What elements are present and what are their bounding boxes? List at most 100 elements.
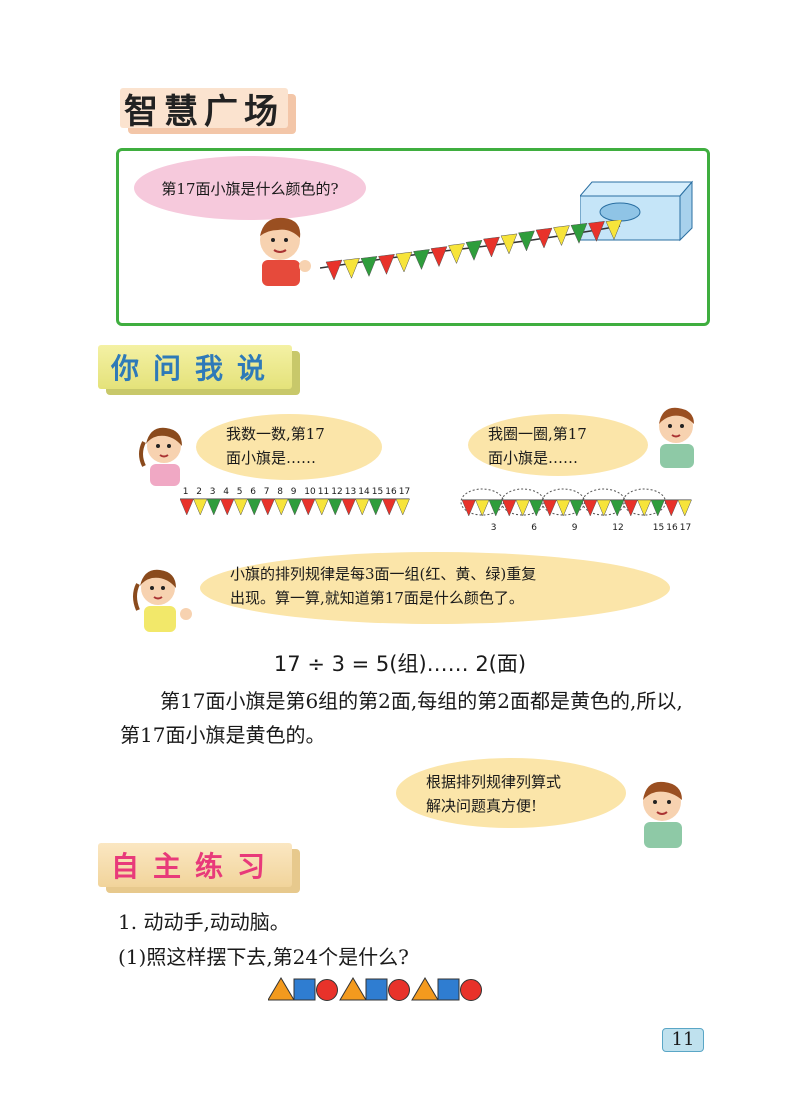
bubble-circle: 我圈一圈,第17 面小旗是…… bbox=[468, 414, 648, 476]
circle-shape bbox=[388, 979, 410, 1001]
flag bbox=[610, 499, 625, 517]
division-equation: 17 ÷ 3 = 5(组)…… 2(面) bbox=[273, 652, 527, 676]
explanation-paragraph: 第17面小旗是第6组的第2面,每组的第2面都是黄色的,所以,第17面小旗是黄色的… bbox=[120, 689, 683, 747]
heading-wisdom-square: 智慧广场 bbox=[120, 88, 296, 134]
bubble-count: 我数一数,第17 面小旗是…… bbox=[196, 414, 382, 480]
flag bbox=[301, 498, 316, 516]
strip-number: 8 bbox=[277, 487, 283, 497]
bubble-rule-line-2: 出现。算一算,就知道第17面是什么颜色了。 bbox=[230, 589, 524, 607]
bubble-count-line-2: 面小旗是…… bbox=[226, 449, 317, 467]
flag bbox=[448, 243, 465, 265]
flag bbox=[260, 498, 275, 516]
boy-illustration bbox=[260, 217, 311, 286]
flag bbox=[233, 498, 248, 516]
flag bbox=[515, 499, 530, 517]
square-shape bbox=[293, 978, 316, 1001]
flag bbox=[588, 220, 605, 242]
strip-number: 13 bbox=[344, 487, 357, 497]
question-text: 第17面小旗是什么颜色的? bbox=[161, 179, 339, 198]
strip-number: 9 bbox=[571, 523, 578, 533]
flag bbox=[500, 233, 518, 255]
flag bbox=[368, 498, 383, 516]
heading-you-ask-i-say: 你问我说 bbox=[98, 345, 300, 395]
square-shape bbox=[437, 978, 460, 1001]
square-shape bbox=[365, 978, 388, 1001]
bubble-rule: 小旗的排列规律是每3面一组(红、黄、绿)重复 出现。算一算,就知道第17面是什么… bbox=[200, 552, 670, 624]
girl-pointing-illustration bbox=[133, 569, 192, 632]
strip-number: 17 bbox=[398, 487, 411, 497]
flag bbox=[475, 499, 490, 517]
flag bbox=[341, 498, 356, 516]
flag bbox=[206, 498, 221, 516]
bubble-convenient: 根据排列规律列算式 解决问题真方便! bbox=[396, 758, 626, 828]
flag bbox=[180, 498, 194, 516]
exercise-1: 1. 动动手,动动脑。 bbox=[118, 910, 290, 934]
flag bbox=[570, 222, 588, 244]
strip-number: 10 bbox=[304, 487, 316, 497]
flag bbox=[583, 499, 598, 517]
flag-strip-left bbox=[180, 498, 410, 516]
flag bbox=[395, 498, 410, 516]
boy-illustration-3 bbox=[643, 781, 682, 848]
flag bbox=[360, 256, 378, 278]
flag-box-illustration bbox=[580, 180, 694, 242]
flag bbox=[343, 257, 360, 279]
flag bbox=[461, 499, 476, 517]
flag bbox=[556, 499, 571, 517]
strip-number: 3 bbox=[490, 523, 497, 533]
question-bubble: 第17面小旗是什么颜色的? bbox=[134, 156, 366, 220]
boy-illustration-2 bbox=[659, 407, 694, 468]
flag bbox=[488, 499, 503, 517]
flag bbox=[518, 230, 535, 252]
bubble-convenient-line-2: 解决问题真方便! bbox=[426, 797, 538, 815]
flag bbox=[328, 498, 343, 516]
circle-shape bbox=[460, 979, 482, 1001]
flag bbox=[413, 249, 430, 271]
exercise-1-1: (1)照这样摆下去,第24个是什么? bbox=[118, 945, 409, 969]
flag bbox=[637, 499, 652, 517]
strip-number: 7 bbox=[263, 487, 270, 497]
flag-strip-right bbox=[460, 488, 692, 517]
strip-number: 4 bbox=[223, 487, 229, 497]
flag bbox=[605, 220, 623, 241]
flag bbox=[569, 499, 584, 517]
flag bbox=[483, 236, 500, 258]
strip-number: 12 bbox=[331, 487, 343, 497]
bubble-circle-line-2: 面小旗是…… bbox=[488, 449, 579, 467]
bubble-rule-line-1: 小旗的排列规律是每3面一组(红、黄、绿)重复 bbox=[230, 565, 537, 583]
strip-number: 11 bbox=[317, 487, 330, 497]
flag bbox=[677, 499, 692, 517]
flag bbox=[553, 225, 570, 247]
bubble-count-line-1: 我数一数,第17 bbox=[226, 425, 325, 443]
strip-number: 6 bbox=[250, 487, 256, 497]
flag bbox=[465, 239, 483, 261]
bubble-circle-line-1: 我圈一圈,第17 bbox=[488, 425, 587, 443]
triangle-shape bbox=[339, 977, 367, 1001]
flag bbox=[382, 498, 397, 516]
flag bbox=[220, 498, 235, 516]
flag bbox=[542, 499, 557, 517]
flag bbox=[378, 254, 395, 275]
flag bbox=[650, 499, 665, 517]
flag bbox=[193, 498, 208, 516]
triangle-shape bbox=[411, 977, 439, 1001]
flag bbox=[325, 259, 343, 280]
flag bbox=[430, 246, 448, 268]
flag-string-top bbox=[320, 220, 623, 280]
flag bbox=[274, 498, 289, 516]
heading-self-practice: 自主练习 bbox=[98, 843, 300, 893]
flag bbox=[623, 499, 638, 517]
flag bbox=[314, 498, 329, 516]
strip-number: 16 bbox=[666, 523, 678, 533]
strip-number: 15 bbox=[371, 487, 384, 497]
strip-number: 5 bbox=[236, 487, 243, 497]
strip-number: 14 bbox=[358, 487, 370, 497]
shape-sequence bbox=[268, 977, 482, 1001]
strip-number: 12 bbox=[612, 523, 624, 533]
flag bbox=[529, 499, 544, 517]
strip-number: 9 bbox=[290, 487, 297, 497]
problem-box bbox=[116, 148, 710, 326]
flag bbox=[355, 498, 370, 516]
